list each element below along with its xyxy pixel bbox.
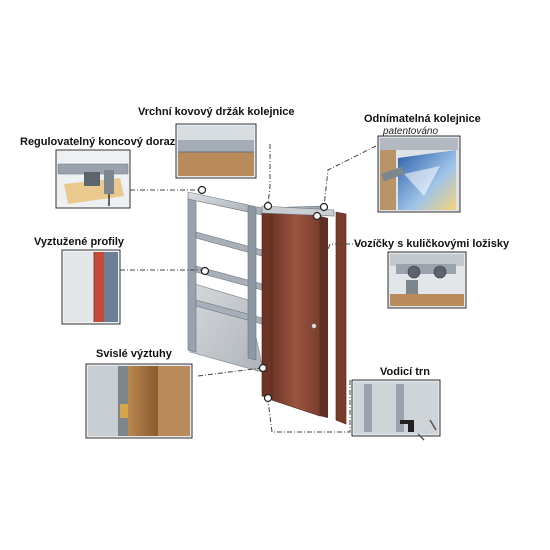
line-guide-pin	[267, 380, 351, 433]
dot-vertical-reinforcements	[258, 363, 268, 373]
door-leaf-edge	[320, 216, 328, 418]
line-carriages	[319, 243, 360, 273]
label-ball-bearing-carriages: Vozíčky s kuličkovými ložisky	[354, 238, 510, 250]
dot-guide-pin	[263, 393, 273, 403]
inset-removable-rail	[377, 135, 461, 213]
door-leaf	[271, 211, 321, 417]
line-removable-rail	[323, 145, 377, 207]
callout-lines	[120, 144, 377, 433]
line-top-holder	[267, 144, 271, 206]
inset-reinforced-profiles	[61, 249, 121, 325]
frame-inner-post	[247, 205, 257, 361]
inset-guide-pin	[351, 379, 441, 441]
label-top-rail-holder: Vrchní kovový držák kolejnice	[138, 106, 295, 118]
label-adjustable-stop: Regulovatelný koncový doraz	[20, 136, 176, 148]
inset-vertical-reinforcements	[85, 363, 193, 439]
inset-adjustable-stop	[55, 149, 131, 209]
label-guide-pin: Vodicí trn	[380, 366, 430, 378]
label-vertical-reinforcements: Svislé výztuhy	[96, 348, 172, 360]
dot-reinforced-profiles	[200, 266, 210, 276]
frame-right-post	[335, 211, 347, 425]
callout-dots	[197, 185, 329, 403]
dot-adjustable-stop	[197, 185, 207, 195]
pocket-door-assembly	[187, 191, 347, 425]
dot-carriages	[312, 211, 322, 221]
frame-left-post	[187, 193, 197, 353]
label-removable-rail-note: patentováno	[383, 126, 439, 137]
dot-top-holder	[263, 201, 273, 211]
label-reinforced-profiles: Vyztužené profily	[34, 236, 125, 248]
door-handle-icon	[311, 323, 317, 329]
label-removable-rail: Odnímatelná kolejnice	[364, 113, 481, 125]
inset-top-rail-holder	[175, 123, 257, 179]
inset-ball-bearing-carriages	[387, 251, 467, 309]
dot-removable-rail	[319, 202, 329, 212]
line-vertical-reinforcements	[197, 367, 263, 377]
